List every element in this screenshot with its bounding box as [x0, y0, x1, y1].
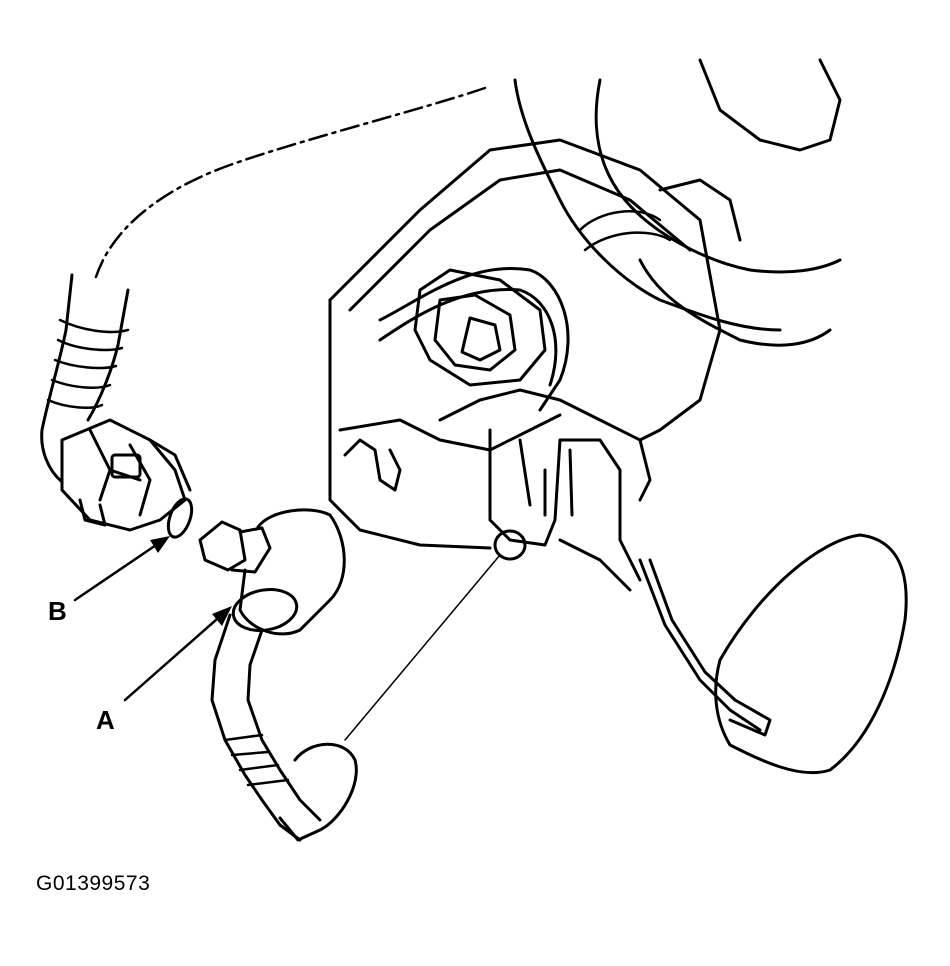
dash-dot-reference-line	[93, 86, 487, 282]
fuel-level-float	[638, 533, 908, 775]
arrow-a-head	[212, 606, 232, 626]
callout-arrows	[73, 536, 232, 702]
callout-label-a: A	[96, 705, 115, 735]
leader-line	[344, 554, 501, 741]
o-ring	[166, 497, 194, 539]
arrow-b	[73, 539, 164, 602]
fuel-feed-hose	[40, 273, 130, 484]
callout-label-b: B	[48, 596, 67, 626]
arrow-a	[123, 610, 227, 702]
corrugated-harness-tube	[513, 58, 842, 347]
arrow-b-head	[150, 536, 170, 553]
fuel-pump-module	[328, 138, 722, 592]
fuel-fitting-a	[198, 508, 358, 842]
figure-id-label: G01399573	[36, 872, 151, 895]
electrical-connector	[378, 267, 570, 412]
